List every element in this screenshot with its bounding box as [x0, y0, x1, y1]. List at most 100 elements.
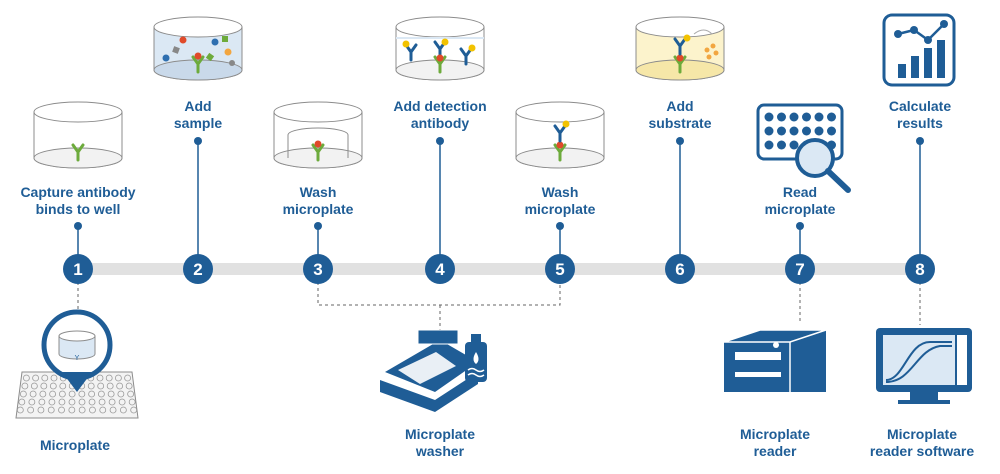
plate-well	[87, 382, 95, 390]
plate-well	[38, 398, 46, 406]
step-number-6: 6	[675, 260, 684, 279]
step-circle-7: 7	[785, 254, 815, 284]
plate-well	[49, 390, 57, 398]
plate-well	[78, 398, 86, 406]
plate-well	[89, 406, 96, 414]
plate-well	[115, 374, 122, 382]
microplate-washer-icon	[380, 329, 487, 412]
plate-well	[127, 390, 135, 398]
plate-well	[777, 112, 786, 122]
plate-well	[125, 382, 133, 390]
plate-well	[764, 126, 774, 136]
step-number-7: 7	[795, 260, 804, 279]
svg-text:Y: Y	[75, 355, 80, 362]
plate-well	[98, 398, 106, 406]
plate-well	[29, 390, 37, 398]
plate-well	[107, 390, 115, 398]
step-number-8: 8	[915, 260, 924, 279]
plate-well	[88, 390, 96, 398]
step-circle-2: 2	[183, 254, 213, 284]
step-number-4: 4	[435, 260, 445, 279]
step-number-3: 3	[313, 260, 322, 279]
step-number-2: 2	[193, 260, 202, 279]
plate-well	[97, 390, 105, 398]
plate-well	[58, 398, 66, 406]
plate-well	[68, 398, 76, 406]
plate-well	[764, 140, 774, 150]
plate-well	[116, 382, 124, 390]
plate-well	[78, 406, 86, 414]
plate-well	[28, 398, 36, 406]
step-circle-1: 1	[63, 254, 93, 284]
plate-well	[22, 374, 30, 382]
plate-well	[97, 382, 105, 390]
results-chart-icon	[882, 13, 956, 87]
plate-well	[777, 140, 786, 150]
timeline-bar	[78, 263, 924, 275]
dashed-connectors	[77, 282, 921, 330]
plate-well	[108, 398, 116, 406]
plate-well	[117, 390, 125, 398]
plate-well	[105, 374, 113, 382]
plate-well	[96, 374, 104, 382]
plate-well	[59, 382, 67, 390]
plate-well	[41, 374, 49, 382]
capture-antibody-well-icon	[33, 101, 123, 169]
plate-well	[764, 112, 774, 122]
plate-well	[47, 406, 55, 414]
detection-antibody-well-icon	[395, 16, 485, 81]
plate-well	[109, 406, 117, 414]
plate-well	[27, 406, 35, 414]
microplate-pin-icon: Y	[15, 309, 139, 419]
plate-well	[789, 112, 799, 122]
plate-well	[88, 398, 96, 406]
plate-well	[99, 406, 107, 414]
plate-well	[16, 406, 24, 414]
plate-well	[802, 126, 811, 136]
plate-well	[21, 382, 29, 390]
plate-well	[48, 398, 56, 406]
microplate-reader-icon	[723, 329, 827, 392]
plate-well	[106, 382, 114, 390]
wash-well-icon	[273, 101, 363, 169]
substrate-well-icon	[635, 16, 725, 81]
step-number-1: 1	[73, 260, 82, 279]
plate-well	[827, 126, 836, 136]
plate-well	[789, 126, 799, 136]
plate-well	[789, 140, 799, 150]
step-circle-8: 8	[905, 254, 935, 284]
pin-dots	[74, 137, 924, 230]
plate-well	[37, 406, 45, 414]
plate-well	[58, 406, 65, 414]
plate-well	[814, 112, 824, 122]
step-circle-4: 4	[425, 254, 455, 284]
step-circle-6: 6	[665, 254, 695, 284]
plate-well	[827, 112, 836, 122]
step-circle-5: 5	[545, 254, 575, 284]
plate-well	[68, 390, 76, 398]
plate-well	[58, 390, 66, 398]
plate-well	[18, 398, 26, 406]
plate-well	[118, 398, 126, 406]
equipment-label-microplate: Microplate	[39, 437, 110, 453]
reader-software-monitor-icon	[876, 328, 972, 404]
step-number-5: 5	[555, 260, 564, 279]
plate-well	[124, 374, 131, 382]
step-circle-3: 3	[303, 254, 333, 284]
plate-well	[39, 390, 47, 398]
plate-well	[68, 406, 76, 414]
plate-well	[49, 382, 57, 390]
plate-well	[119, 406, 127, 414]
plate-well	[19, 390, 27, 398]
